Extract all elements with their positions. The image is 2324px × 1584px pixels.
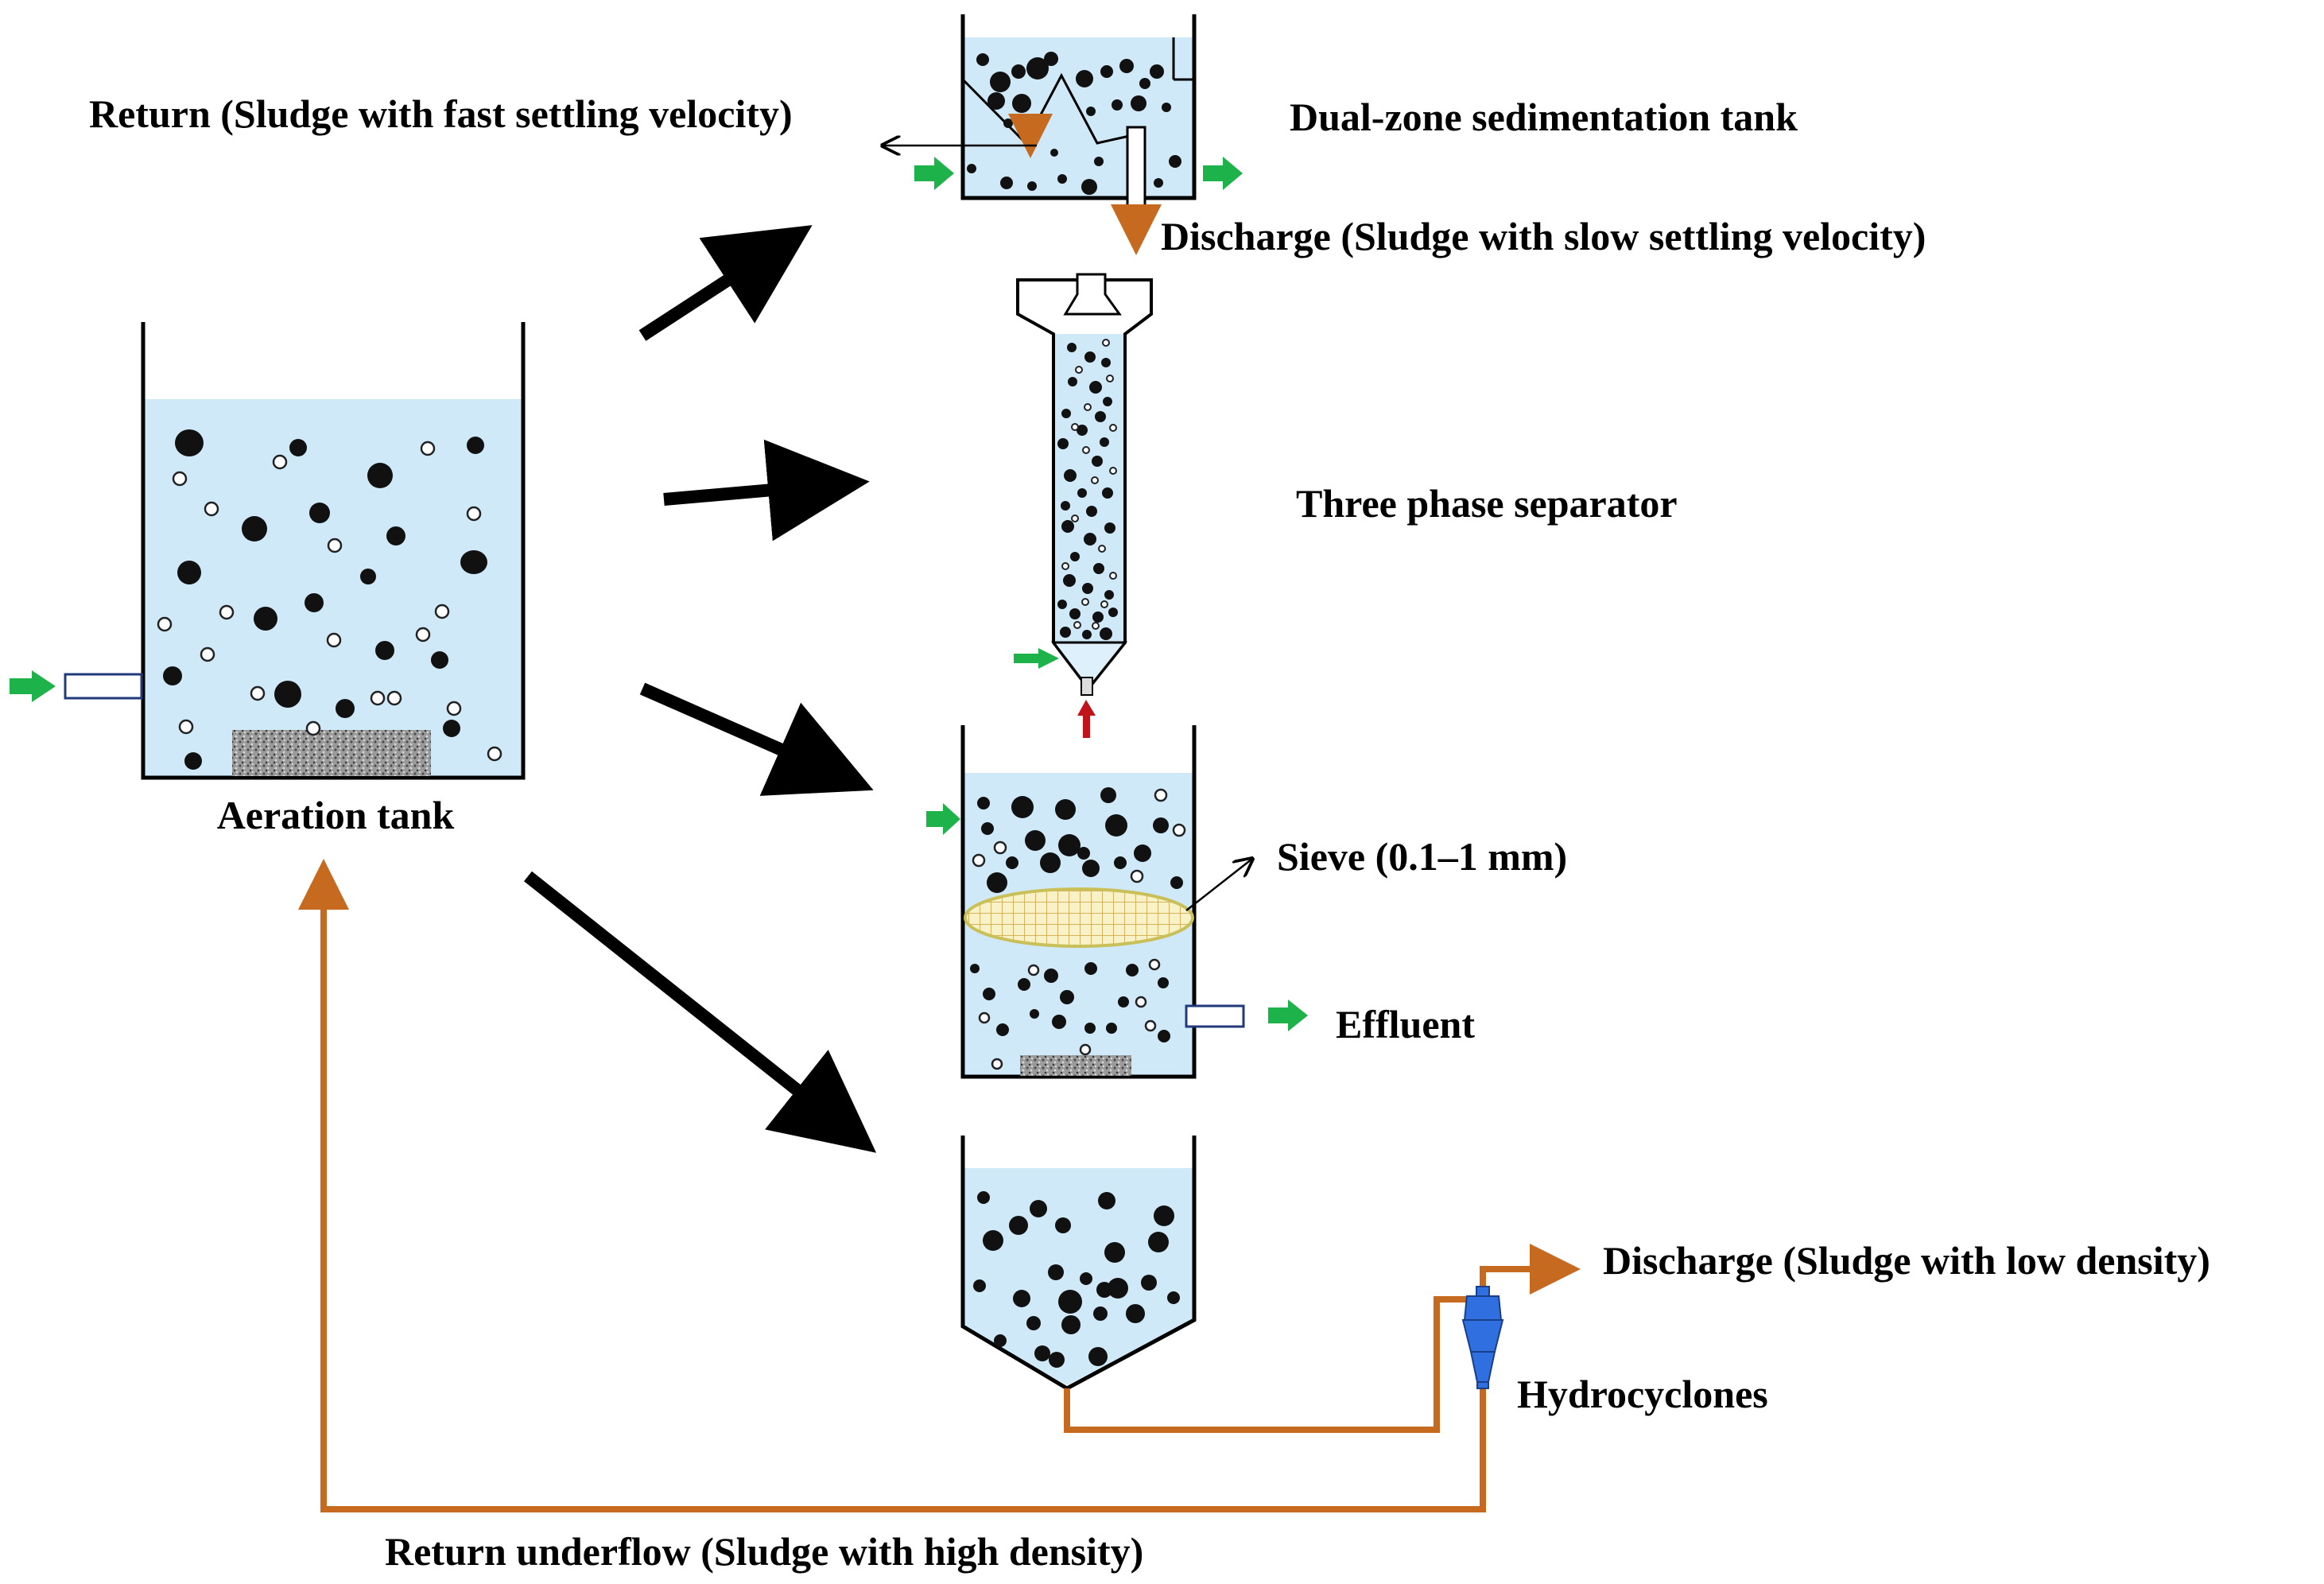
inflow-arrow-icon: [926, 803, 960, 835]
discharge-low-label: Discharge (Sludge with low density): [1603, 1238, 2210, 1283]
dual-zone-tank-label: Dual-zone sedimentation tank: [1290, 95, 1798, 139]
three-phase-separator-label: Three phase separator: [1296, 481, 1678, 526]
sieve-tank: [926, 725, 1308, 1079]
arrow-to-sieve-tank: [639, 682, 874, 796]
effluent-label: Effluent: [1336, 1002, 1475, 1046]
effluent-arrow-icon: [1268, 1000, 1308, 1031]
return-underflow-pipe: [298, 859, 1486, 1512]
sludge-particles: [163, 429, 487, 770]
effluent-pipe: [1185, 1004, 1245, 1028]
three-phase-separator: [1014, 273, 1153, 738]
inflow-arrow-icon: [914, 157, 954, 190]
arrow-to-three-phase-separator: [663, 439, 870, 542]
outflow-arrow-icon: [1203, 157, 1243, 190]
arrow-to-hydrocyclone-tank: [524, 871, 877, 1153]
sludge-piping: [298, 859, 1581, 1512]
arrow-to-sedimentation-tank: [638, 225, 813, 341]
hydrocyclone-icon: [1461, 1286, 1504, 1389]
inflow-arrow-icon: [1014, 648, 1059, 669]
overflow-discharge-pipe: [1480, 1244, 1581, 1295]
sieve-pointer-arrow: [1185, 859, 1252, 911]
inflow-arrow-icon: [10, 670, 56, 702]
discharge-slow-label: Discharge (Sludge with slow settling vel…: [1161, 214, 1926, 258]
process-option-arrows: [524, 225, 877, 1153]
return-underflow-label: Return underflow (Sludge with high densi…: [385, 1529, 1143, 1574]
dual-zone-sedimentation-tank: [883, 14, 1243, 255]
inlet-pipe: [64, 673, 143, 700]
upflow-arrow-icon: [1077, 700, 1096, 738]
hydrocyclones-label: Hydrocyclones: [1517, 1372, 1768, 1416]
underflow-pipe-to-hydrocyclone: [1064, 1296, 1469, 1433]
aerator-diffuser: [232, 730, 431, 776]
air-bubbles: [157, 441, 502, 762]
aeration-tank-label: Aeration tank: [217, 793, 455, 837]
return-fast-label: Return (Sludge with fast settling veloci…: [89, 91, 793, 136]
aeration-tank: [10, 322, 526, 780]
aerator-diffuser: [1020, 1055, 1131, 1076]
sieve-mesh-icon: [964, 887, 1194, 948]
hydrocyclone-settling-tank: [960, 1136, 1197, 1391]
sieve-label: Sieve (0.1–1 mm): [1277, 834, 1567, 879]
